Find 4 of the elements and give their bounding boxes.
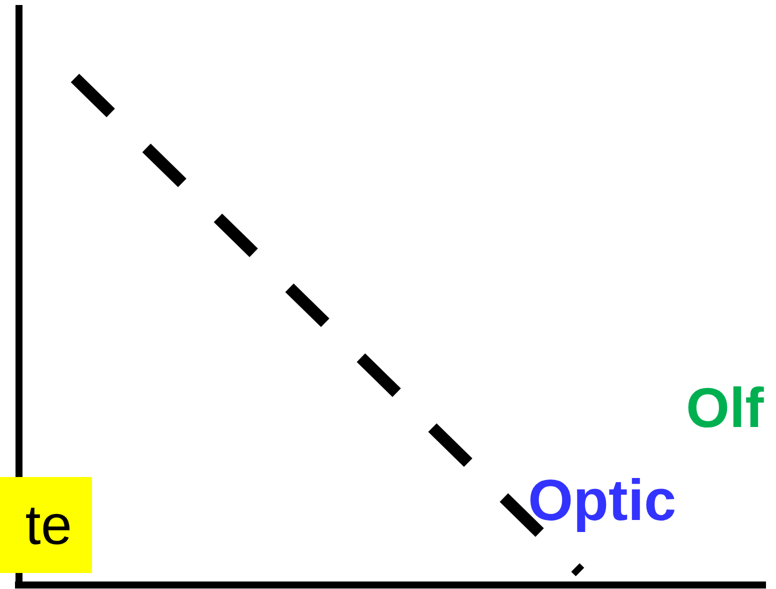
text-label: Olf [686,380,764,436]
highlight-box [0,477,92,573]
box-text: te [25,497,72,553]
text-label: Optic [528,472,676,530]
